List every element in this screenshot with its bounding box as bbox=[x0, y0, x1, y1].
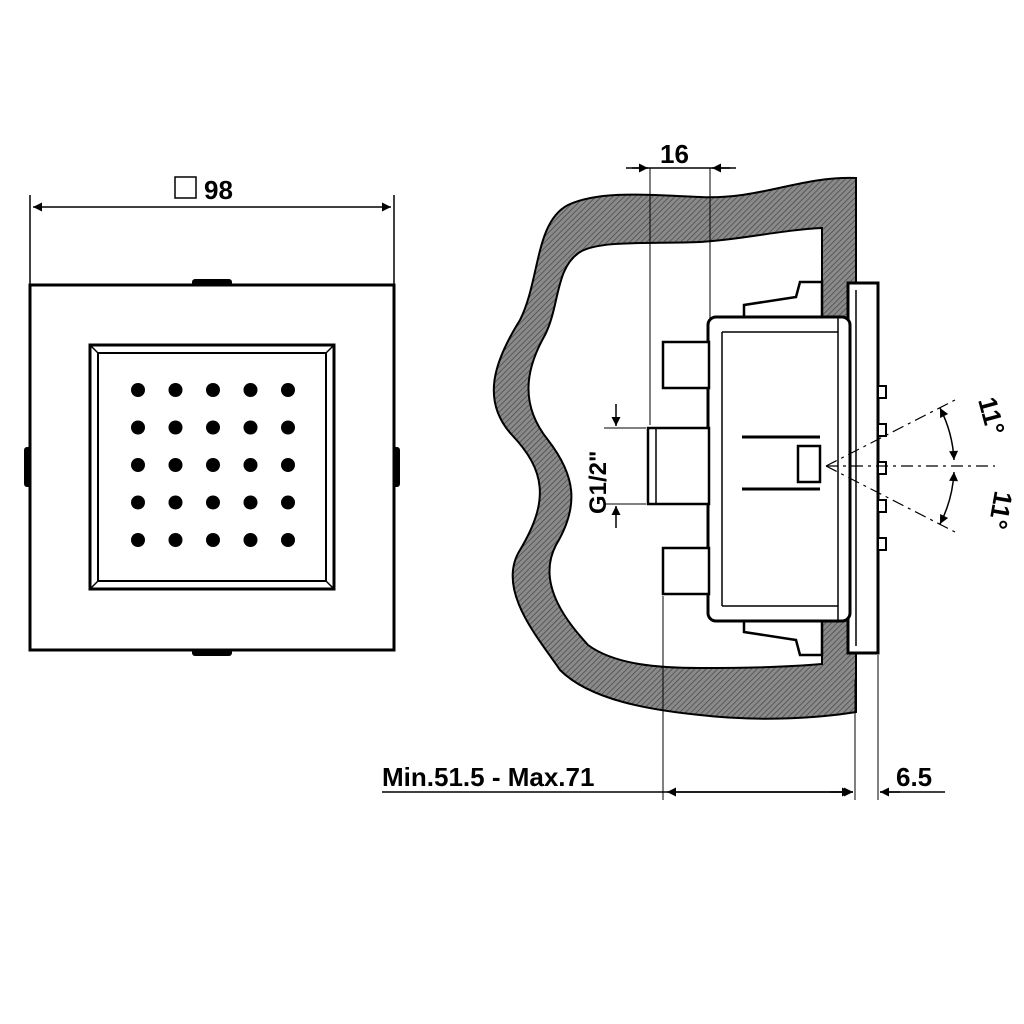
nozzle-stud bbox=[877, 537, 887, 551]
nozzle-hole bbox=[281, 420, 295, 435]
top-tab bbox=[192, 279, 232, 286]
nozzle-hole bbox=[131, 495, 145, 510]
nozzle-hole bbox=[281, 383, 295, 397]
depth-dimension: 16 bbox=[626, 139, 736, 173]
thread-label: G1/2" bbox=[585, 451, 612, 514]
nozzle-hole bbox=[206, 383, 220, 397]
nozzle-hole bbox=[131, 383, 145, 397]
side-view: 16 G1/2" 11° 11° Min.51.5 - Max.71 bbox=[382, 139, 1019, 800]
nozzle-studs bbox=[877, 385, 887, 551]
nozzle-hole bbox=[243, 420, 258, 435]
bottom-tab bbox=[192, 649, 232, 656]
nozzle-stud bbox=[877, 385, 887, 399]
thread-inlet bbox=[646, 426, 711, 506]
nozzle-face bbox=[88, 343, 336, 591]
nozzle-stud bbox=[877, 499, 887, 513]
nozzle-hole bbox=[131, 458, 145, 472]
upper-port bbox=[661, 340, 711, 390]
left-tab bbox=[24, 447, 31, 487]
nozzle-hole bbox=[243, 383, 258, 397]
angle-down-label: 11° bbox=[983, 489, 1019, 532]
nozzle-hole bbox=[243, 533, 258, 547]
nozzle-hole bbox=[281, 533, 295, 547]
nozzle-hole bbox=[243, 495, 258, 510]
wall-section bbox=[492, 176, 857, 720]
nozzle-hole bbox=[281, 495, 295, 510]
nozzle-hole bbox=[168, 495, 183, 510]
thread-dimension: G1/2" bbox=[585, 404, 646, 528]
nozzle-hole bbox=[168, 420, 183, 435]
nozzle-hole bbox=[131, 533, 145, 547]
nozzle-hole bbox=[168, 383, 183, 397]
square-symbol-icon bbox=[174, 176, 197, 199]
nozzle-hole bbox=[243, 458, 258, 472]
width-dimension: 98 bbox=[29, 175, 395, 285]
nozzle-stud bbox=[877, 461, 887, 475]
plate-thickness-dimension: 6.5 bbox=[830, 762, 945, 797]
install-range-label: Min.51.5 - Max.71 bbox=[382, 762, 594, 792]
nozzle-grid bbox=[131, 383, 295, 547]
lower-port bbox=[661, 546, 711, 596]
nozzle-hole bbox=[206, 420, 220, 435]
front-view: 98 bbox=[24, 175, 400, 656]
cover-plate bbox=[846, 281, 880, 655]
nozzle-stud bbox=[877, 423, 887, 437]
depth-label: 16 bbox=[660, 139, 689, 169]
nozzle-hole bbox=[168, 533, 183, 547]
nozzle-hole bbox=[206, 533, 220, 547]
nozzle-hole bbox=[281, 458, 295, 472]
valve-body bbox=[646, 280, 852, 657]
nozzle-hole bbox=[206, 495, 220, 510]
nozzle-hole bbox=[131, 420, 145, 435]
width-label: 98 bbox=[204, 175, 233, 205]
nozzle-hole bbox=[206, 458, 220, 472]
right-tab bbox=[393, 447, 400, 487]
angle-up-label: 11° bbox=[972, 394, 1011, 438]
nozzle-hole bbox=[168, 458, 183, 472]
plate-thickness-label: 6.5 bbox=[896, 762, 932, 792]
install-range-dimension: Min.51.5 - Max.71 bbox=[382, 762, 853, 797]
